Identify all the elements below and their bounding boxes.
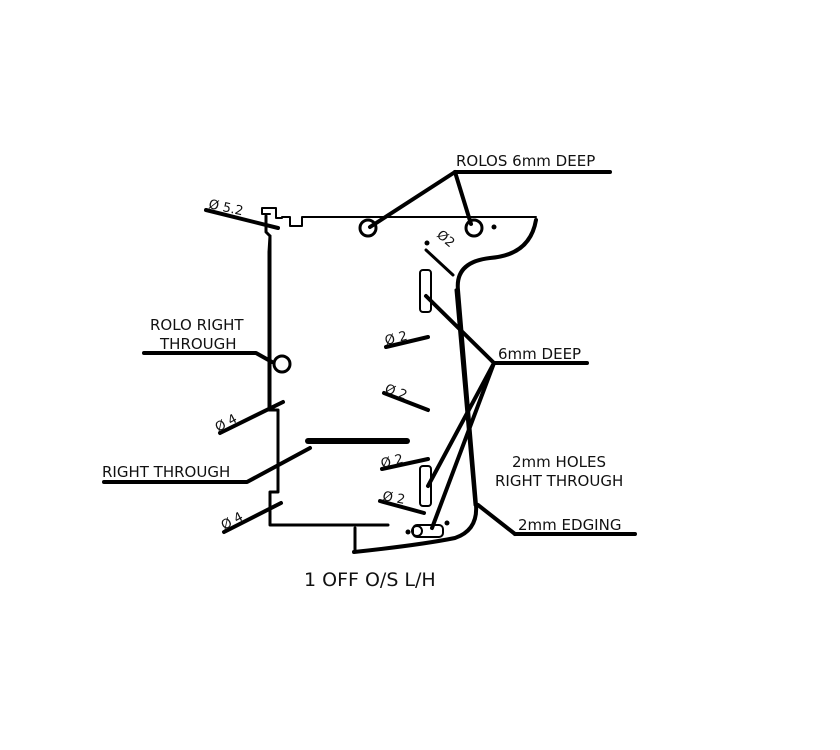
slot-upper	[419, 269, 432, 313]
label-rolos-deep: ROLOS 6mm DEEP	[456, 152, 595, 170]
holes	[272, 218, 497, 538]
label-dia-2-a: Ø 2	[383, 329, 409, 349]
label-six-mm-deep: 6mm DEEP	[498, 345, 581, 363]
label-dia-2-top: Ø2	[433, 228, 457, 251]
rolo-hole-right	[464, 218, 484, 238]
small-hole	[491, 224, 497, 230]
leaders	[102, 170, 637, 536]
label-right-through: RIGHT THROUGH	[102, 463, 230, 481]
rolo-hole-left	[358, 218, 378, 238]
label-dia-4-upper: Ø 4	[213, 412, 240, 436]
slot-lower	[419, 465, 432, 507]
label-dia-4-lower: Ø 4	[219, 510, 246, 534]
label-dia-2-d: Ø 2	[381, 489, 406, 508]
label-edging: 2mm EDGING	[518, 516, 621, 534]
label-rolo-right-through-1: ROLO RIGHT	[150, 316, 244, 334]
small-hole	[444, 520, 450, 526]
caption: 1 OFF O/S L/H	[304, 569, 436, 591]
label-dia-2-b: Ø 2	[383, 382, 409, 404]
label-holes-1: 2mm HOLES	[512, 453, 606, 471]
rolo-hole-side	[272, 354, 292, 374]
small-hole	[405, 529, 411, 535]
small-hole	[424, 240, 430, 246]
label-dia-2-c: Ø 2	[379, 452, 405, 472]
label-rolo-right-through-2: THROUGH	[159, 335, 237, 353]
label-dia-5-2: Ø 5.2	[207, 197, 244, 219]
label-holes-2: RIGHT THROUGH	[495, 472, 623, 490]
